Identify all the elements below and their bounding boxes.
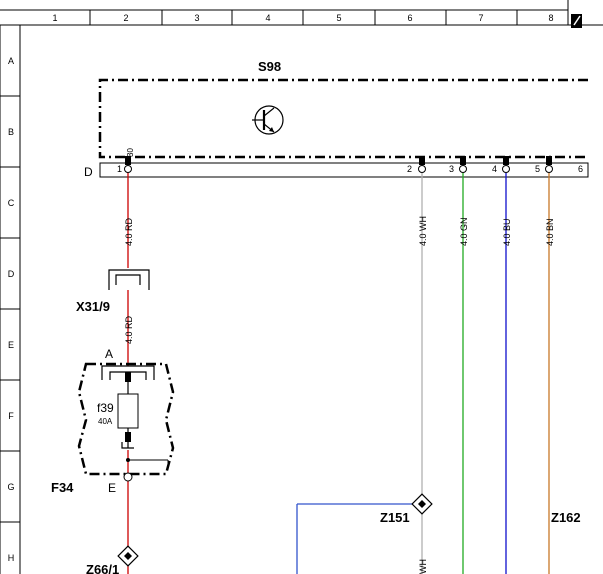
s98-connector-row-label: D xyxy=(84,165,93,179)
column-label-2: 2 xyxy=(123,13,128,23)
column-label-1: 1 xyxy=(52,13,57,23)
column-label-7: 7 xyxy=(478,13,483,23)
s98-pin-1: 1 xyxy=(117,156,132,174)
row-label-c: C xyxy=(8,198,15,208)
wire-label-wh: 4.0 WH xyxy=(418,216,428,246)
s98-pin-2-number: 2 xyxy=(407,164,412,174)
f34-fuse-box: A f39 40A E F34 xyxy=(51,347,175,495)
wire-label-bu: 4.0 BU xyxy=(502,218,512,246)
row-header: A B C D E F G H xyxy=(0,56,20,563)
row-label-e: E xyxy=(8,340,14,350)
transistor-icon xyxy=(252,105,284,135)
s98-pin-4: 4 xyxy=(492,156,510,174)
row-label-f: F xyxy=(8,411,14,421)
s98-pin-6: 6 xyxy=(578,164,583,174)
s98-connector-strip xyxy=(99,162,589,178)
row-label-d: D xyxy=(8,269,15,279)
fuse-f39-label: f39 xyxy=(97,401,114,415)
s98-pin-6-number: 6 xyxy=(578,164,583,174)
wire-label-gn: 4.0 GN xyxy=(459,217,469,246)
wire-label-wh-bottom: WH xyxy=(418,559,428,574)
x31-9-label: X31/9 xyxy=(76,299,110,314)
wire-label-rd-lower: 4.0 RD xyxy=(124,315,134,344)
z66-1-label: Z66/1 xyxy=(86,562,119,574)
s98-pin-4-number: 4 xyxy=(492,164,497,174)
s98-pin-5-number: 5 xyxy=(535,164,540,174)
s98-module-boundary xyxy=(98,78,588,159)
z66-1-splice: Z66/1 xyxy=(86,545,139,574)
s98-pin-1-number: 1 xyxy=(117,164,122,174)
z151-label: Z151 xyxy=(380,510,410,525)
row-label-g: G xyxy=(7,482,14,492)
z151-splice: Z151 xyxy=(296,493,433,574)
fuse-f39-rating: 40A xyxy=(98,417,113,426)
column-label-3: 3 xyxy=(194,13,199,23)
row-label-a: A xyxy=(8,56,14,66)
row-label-h: H xyxy=(8,553,15,563)
z162-label: Z162 xyxy=(551,510,581,525)
f34-label: F34 xyxy=(51,480,74,495)
wire-label-rd-upper: 4.0 RD xyxy=(124,217,134,246)
x31-9-connector: X31/9 xyxy=(76,269,150,314)
s98-module: S98 D 30 1 2 3 xyxy=(84,59,589,179)
column-label-5: 5 xyxy=(336,13,341,23)
s98-pin-1-top-label: 30 xyxy=(126,148,135,157)
s98-pin-3-number: 3 xyxy=(449,164,454,174)
column-header: 1 2 3 4 5 6 7 8 xyxy=(52,10,554,25)
s98-pin-2: 2 xyxy=(407,156,426,174)
s98-pin-3: 3 xyxy=(449,156,467,174)
f34-top-connector-label: A xyxy=(105,347,113,361)
wire-label-bn: 4.0 BN xyxy=(545,218,555,246)
s98-label: S98 xyxy=(258,59,281,74)
f34-terminal-e xyxy=(123,472,133,482)
column-label-4: 4 xyxy=(265,13,270,23)
f34-bottom-connector-label: E xyxy=(108,481,116,495)
row-label-b: B xyxy=(8,127,14,137)
column-label-8: 8 xyxy=(548,13,553,23)
fuse-f39-element xyxy=(117,393,139,429)
s98-pin-5: 5 xyxy=(535,156,553,174)
column-dividers xyxy=(89,10,518,25)
corner-marker-icon xyxy=(571,14,582,28)
column-label-6: 6 xyxy=(407,13,412,23)
